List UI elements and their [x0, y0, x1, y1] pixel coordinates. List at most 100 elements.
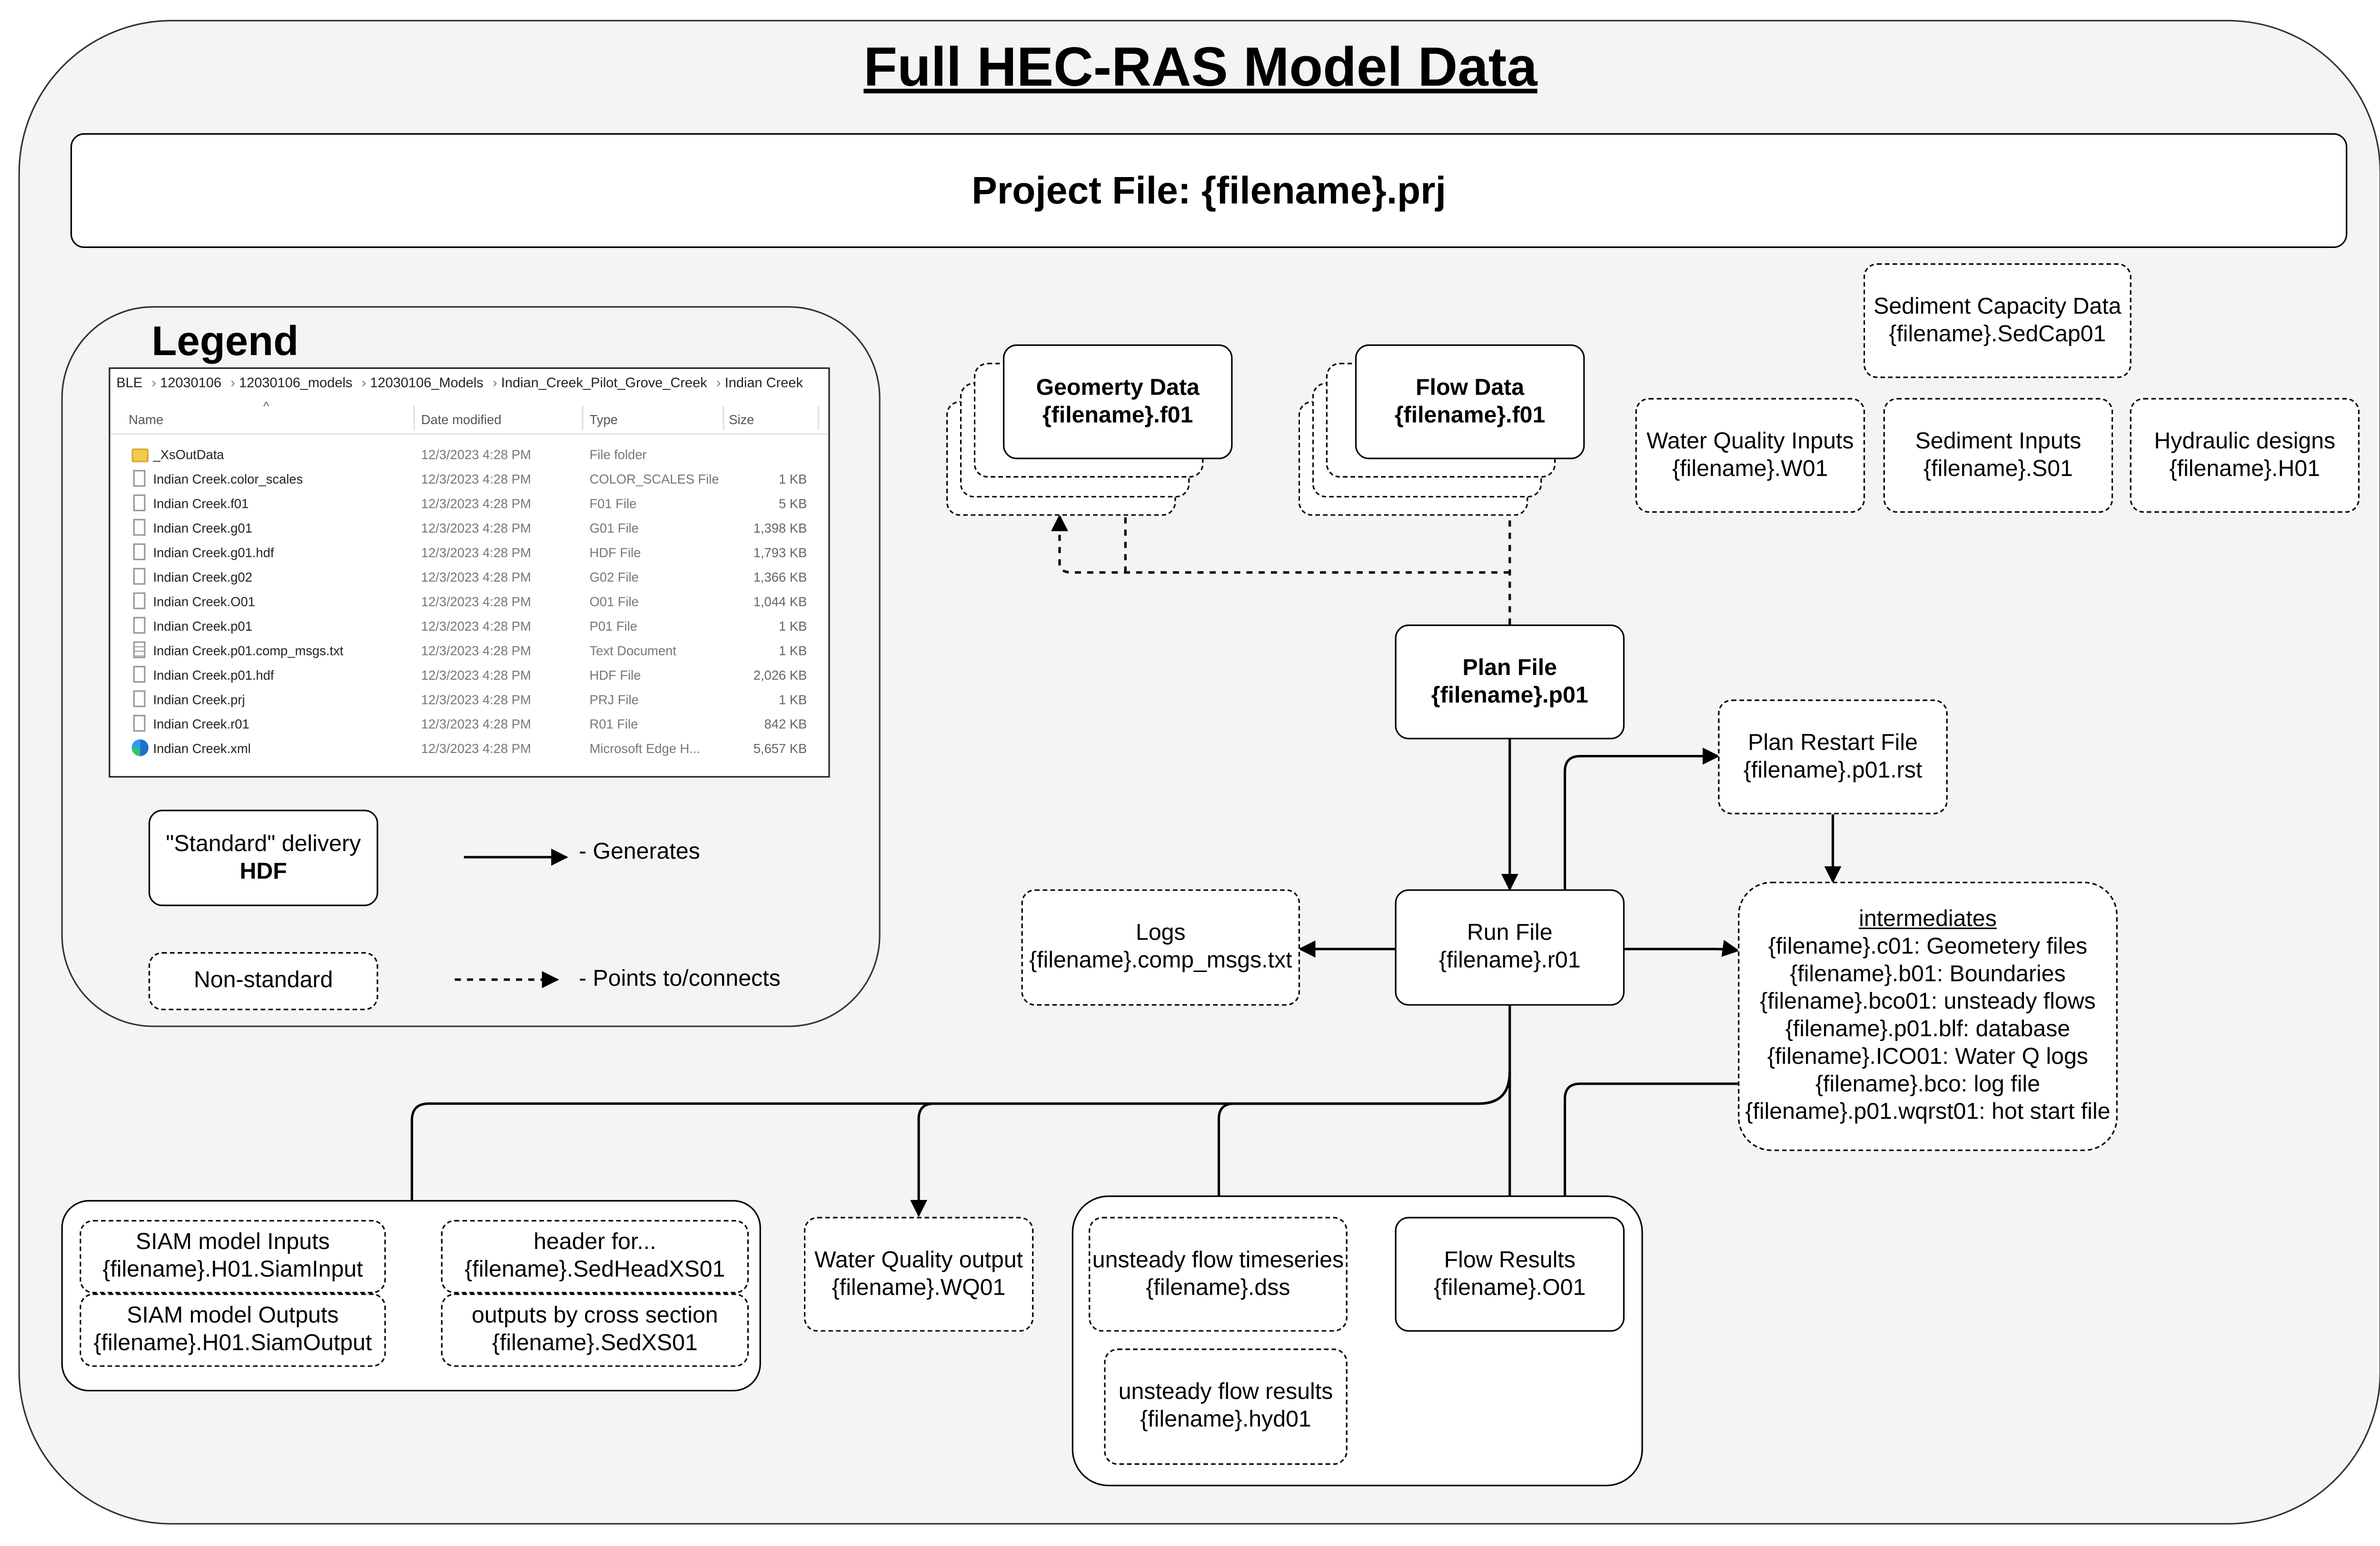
project-file-box: Project File: {filename}.prj [70, 133, 2348, 248]
intermediates-node: intermediates {filename}.c01: Geometery … [1738, 882, 2118, 1151]
file-type: COLOR_SCALES File [589, 471, 719, 487]
node-filename: {filename}.comp_msgs.txt [1029, 947, 1292, 974]
legend-nonstandard-key: Non-standard [149, 952, 378, 1011]
file-name: Indian Creek.g01.hdf [153, 545, 274, 560]
run-to-unsteady-arrow [1210, 1071, 1511, 1217]
edge-icon [131, 739, 149, 756]
file-date: 12/3/2023 4:28 PM [421, 520, 531, 536]
legend-points-to-label: - Points to/connects [578, 966, 781, 992]
intermediate-file: {filename}.p01.wqrst01: hot start file [1745, 1099, 2111, 1125]
sed-header-node: header for... {filename}.SedHeadXS01 [441, 1219, 749, 1294]
file-row: Indian Creek.g01 12/3/2023 4:28 PM G01 Fil… [110, 516, 829, 540]
plan-to-geometry-arrow [1051, 514, 1510, 574]
file-type: HDF File [589, 667, 641, 683]
file-name: Indian Creek.xml [153, 741, 251, 756]
file-date: 12/3/2023 4:28 PM [421, 496, 531, 512]
node-filename: {filename}.hyd01 [1140, 1407, 1311, 1433]
unsteady-timeseries-node: unsteady flow timeseries {filename}.dss [1089, 1217, 1348, 1332]
node-filename: {filename}.f01 [1394, 402, 1546, 428]
hydraulic-designs-node: Hydraulic designs {filename}.H01 [2130, 398, 2360, 513]
file-type: G01 File [589, 520, 639, 536]
node-label: outputs by cross section [471, 1302, 718, 1329]
node-label: unsteady flow timeseries [1092, 1247, 1344, 1273]
sed-outputs-node: outputs by cross section {filename}.SedX… [441, 1293, 749, 1367]
plan-file-node: Plan File {filename}.p01 [1395, 624, 1625, 740]
intermediate-file: {filename}.bco: log file [1815, 1071, 2040, 1098]
file-name: Indian Creek.f01 [153, 496, 249, 512]
file-date: 12/3/2023 4:28 PM [421, 569, 531, 585]
file-date: 12/3/2023 4:28 PM [421, 545, 531, 560]
node-label: Flow Data [1416, 374, 1525, 400]
file-date: 12/3/2023 4:28 PM [421, 471, 531, 487]
node-label: unsteady flow results [1118, 1379, 1333, 1406]
breadcrumb-item: 12030106_Models [370, 375, 484, 391]
file-size: 5,657 KB [753, 741, 807, 756]
file-type: File folder [589, 447, 647, 463]
page-title: Full HEC-RAS Model Data [863, 35, 1537, 98]
intermediate-file: {filename}.bco01: unsteady flows [1760, 989, 2096, 1015]
file-type: P01 File [589, 618, 637, 634]
breadcrumb-item: Indian_Creek_Pilot_Grove_Creek [501, 375, 707, 391]
intermediate-file: {filename}.ICO01: Water Q logs [1767, 1044, 2088, 1070]
file-name: Indian Creek.p01.comp_msgs.txt [153, 643, 344, 658]
text-file-icon [133, 641, 146, 658]
file-date: 12/3/2023 4:28 PM [421, 594, 531, 609]
node-filename: {filename}.WQ01 [832, 1274, 1006, 1300]
file-explorer-screenshot: BLE› 12030106› 12030106_models› 12030106… [109, 367, 830, 778]
logs-node: Logs {filename}.comp_msgs.txt [1021, 889, 1300, 1006]
run-to-intermediates-arrow [1623, 940, 1740, 957]
node-filename: {filename}.SedXS01 [492, 1330, 698, 1357]
node-label: Water Quality Inputs [1646, 427, 1854, 454]
flow-data-node: Flow Data {filename}.f01 [1355, 344, 1585, 459]
breadcrumb-item: BLE [116, 375, 143, 391]
file-type: O01 File [589, 594, 639, 609]
file-name: _XsOutData [153, 447, 224, 463]
legend-standard-format: HDF [239, 858, 287, 884]
node-filename: {filename}.H01 [2169, 455, 2320, 482]
node-label: header for... [533, 1229, 656, 1255]
node-filename: {filename}.SedHeadXS01 [465, 1257, 725, 1283]
file-size: 1 KB [778, 643, 807, 658]
file-size: 1 KB [778, 618, 807, 634]
file-name: Indian Creek.g01 [153, 520, 252, 536]
node-label: Logs [1136, 920, 1186, 946]
run-to-water-quality-arrow [910, 1071, 1511, 1217]
node-label: Hydraulic designs [2154, 427, 2336, 454]
file-size: 1,793 KB [753, 545, 807, 560]
legend-title: Legend [151, 318, 299, 365]
legend-generates-label: - Generates [578, 839, 700, 865]
file-icon [133, 616, 146, 634]
file-icon [133, 470, 146, 487]
node-filename: {filename}.p01.rst [1743, 757, 1923, 783]
legend-nonstandard-label: Non-standard [194, 967, 333, 994]
file-type: PRJ File [589, 692, 639, 707]
run-to-restart-arrow [1563, 747, 1720, 890]
siam-outputs-node: SIAM model Outputs {filename}.H01.SiamOu… [79, 1293, 386, 1367]
file-size: 1,366 KB [753, 569, 807, 585]
column-header-date: Date modified [421, 412, 502, 427]
node-label: Plan Restart File [1748, 729, 1918, 755]
node-label: SIAM model Inputs [136, 1229, 330, 1255]
column-header-type: Type [589, 412, 618, 427]
file-icon [133, 568, 146, 585]
file-name: Indian Creek.g02 [153, 569, 252, 585]
folder-icon [131, 448, 149, 463]
file-date: 12/3/2023 4:28 PM [421, 447, 531, 463]
legend-standard-key: "Standard" delivery HDF [149, 810, 378, 906]
file-icon [133, 494, 146, 512]
column-header-size: Size [729, 412, 754, 427]
file-row: _XsOutData 12/3/2023 4:28 PM File folder [110, 442, 829, 466]
file-date: 12/3/2023 4:28 PM [421, 716, 531, 732]
file-row: Indian Creek.f01 12/3/2023 4:28 PM F01 Fil… [110, 491, 829, 515]
intermediate-file: {filename}.p01.blf: database [1785, 1016, 2071, 1042]
file-type: F01 File [589, 496, 637, 512]
file-size: 1,044 KB [753, 594, 807, 609]
node-filename: {filename}.dss [1146, 1274, 1290, 1300]
file-icon [133, 519, 146, 536]
